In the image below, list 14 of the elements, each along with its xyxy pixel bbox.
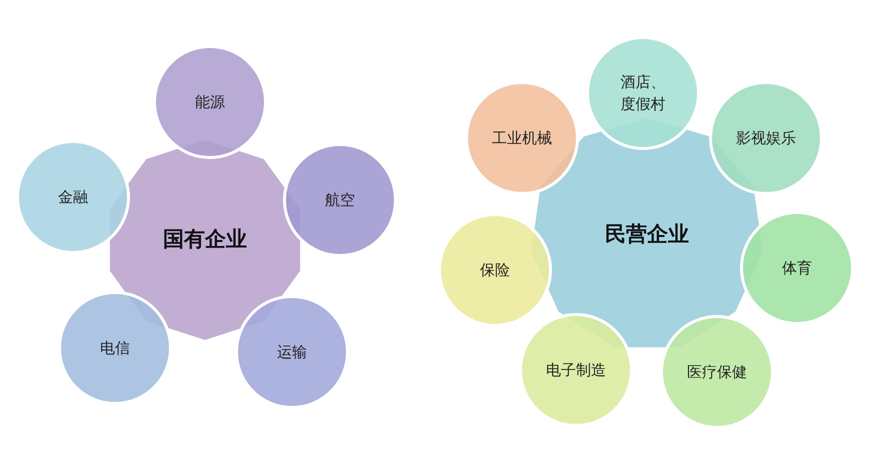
category-circle: 能源	[153, 45, 267, 159]
category-circle: 保险	[438, 213, 552, 327]
category-circle: 体育	[740, 211, 854, 325]
category-circle: 电子制造	[519, 313, 633, 427]
category-circle: 金融	[16, 140, 130, 254]
hub-label: 民营企业	[577, 210, 717, 260]
category-circle: 影视娱乐	[709, 81, 823, 195]
category-circle: 医疗保健	[660, 315, 774, 429]
category-circle: 电信	[58, 291, 172, 405]
category-circle: 工业机械	[465, 81, 579, 195]
category-circle: 运输	[235, 295, 349, 409]
category-circle: 航空	[283, 143, 397, 257]
category-circle: 酒店、度假村	[586, 36, 700, 150]
hub-label: 国有企业	[145, 215, 265, 265]
